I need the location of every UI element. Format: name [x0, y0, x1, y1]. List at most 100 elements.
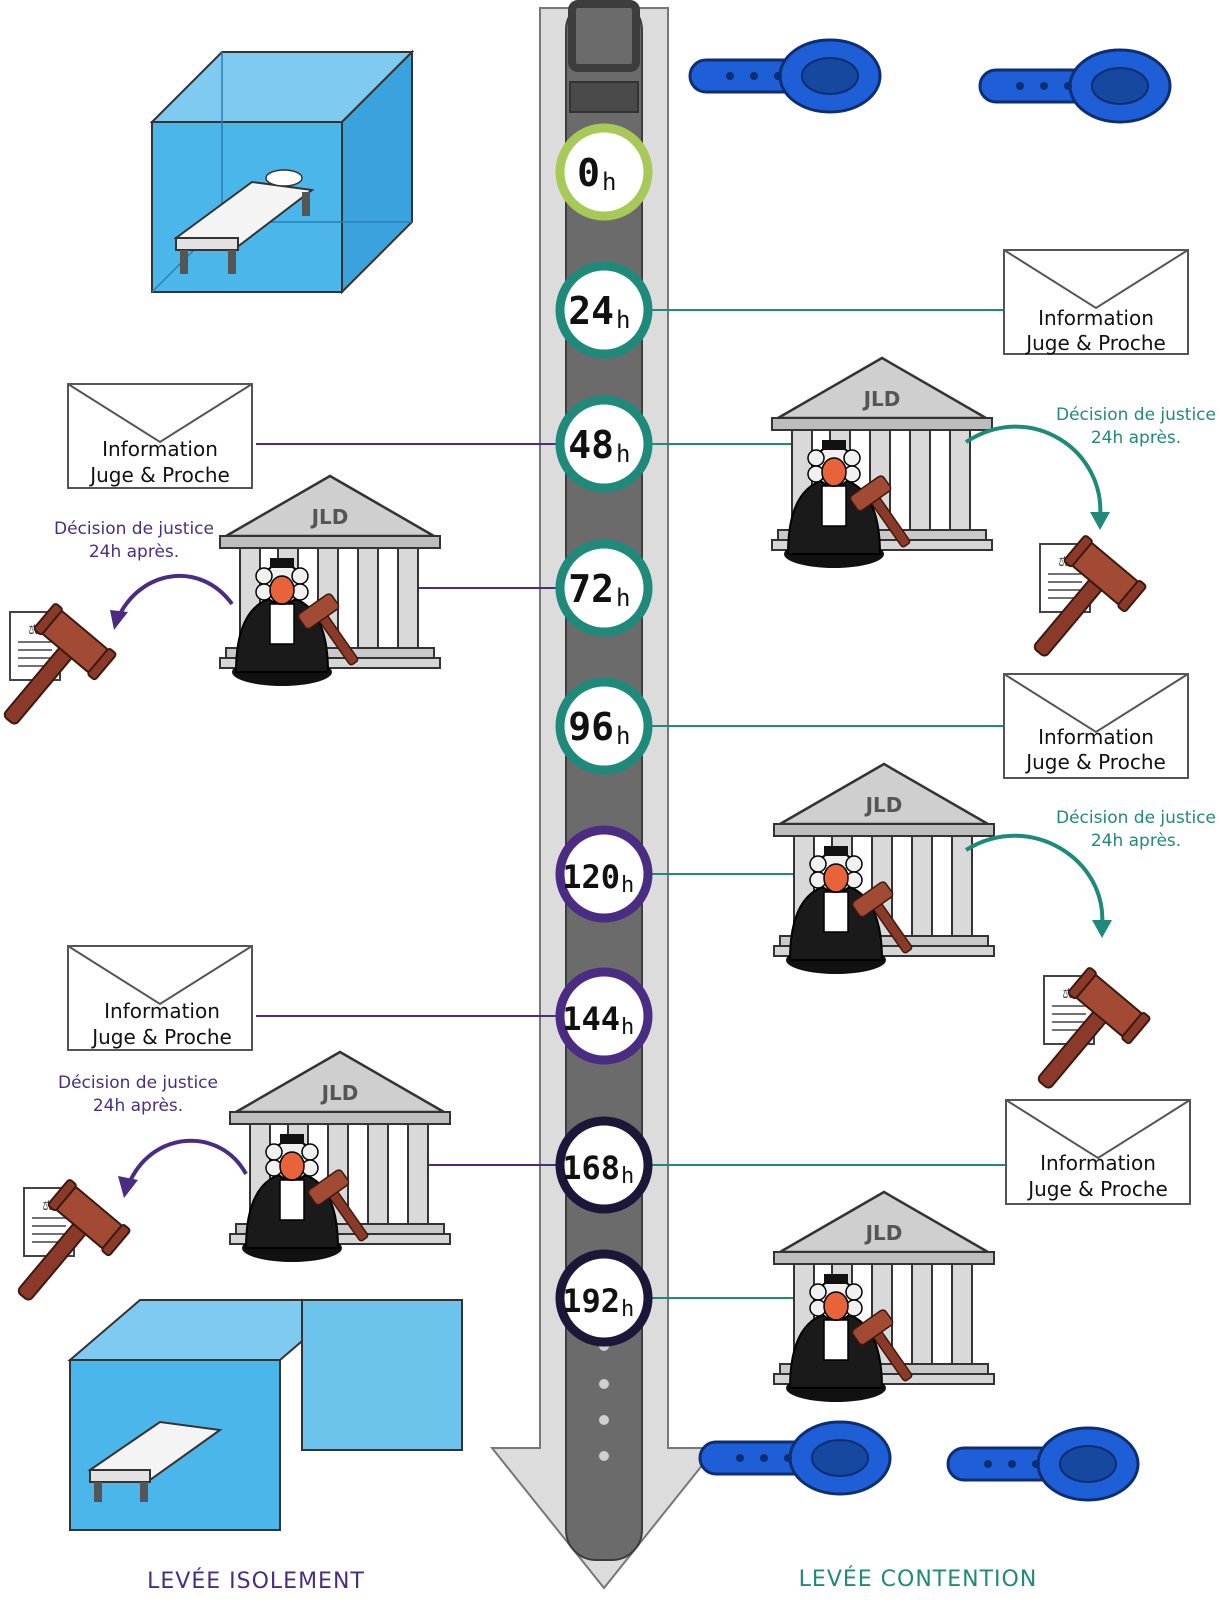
restraint-strap-closed [688, 38, 1172, 124]
envelope-24h: Information Juge & Proche [1003, 249, 1189, 355]
courthouse-168h: JLD [228, 1050, 452, 1264]
marker-unit: h [621, 1164, 634, 1189]
gavel-icon [0, 601, 118, 748]
gavel-icon [1011, 965, 1152, 1112]
gavel-icon [1007, 533, 1148, 680]
time-marker-72h: 72 h [555, 539, 653, 637]
envelope-line1: Information [104, 999, 220, 1023]
marker-hours: 24 [568, 289, 614, 333]
belt-hole [599, 1415, 609, 1425]
decision-48h: Décision de justice 24h après. [1056, 405, 1216, 448]
courthouse-pediment: JLD [310, 505, 349, 529]
decision-line2: 24h après. [89, 542, 179, 562]
curved-arrow-72h [116, 574, 234, 619]
envelope-line1: Information [1040, 1151, 1156, 1175]
marker-unit: h [602, 168, 616, 196]
envelope-line2: Juge & Proche [88, 463, 230, 487]
marker-ring [555, 1116, 653, 1214]
arrowhead-icon [1092, 920, 1112, 938]
decision-168h: Décision de justice 24h après. [58, 1073, 218, 1116]
marker-unit: h [621, 1297, 634, 1322]
courthouse-48h: JLD [770, 356, 994, 570]
marker-ring [555, 395, 653, 493]
marker-hours: 192 [562, 1282, 620, 1320]
decision-line2: 24h après. [93, 1096, 183, 1116]
marker-unit: h [616, 584, 630, 612]
belt-buckle [568, 0, 640, 72]
envelope-line2: Juge & Proche [1024, 331, 1166, 355]
time-marker-168h: 168 h [555, 1116, 653, 1214]
decision-120h: Décision de justice 24h après. [1056, 808, 1216, 851]
arrowhead-icon [1090, 512, 1110, 530]
gavel-document-48h [1007, 533, 1148, 680]
belt-hole [599, 1451, 609, 1461]
envelope-line2: Juge & Proche [90, 1025, 232, 1049]
decision-line1: Décision de justice [58, 1073, 218, 1093]
envelope-line1: Information [1038, 725, 1154, 749]
marker-unit: h [621, 1015, 634, 1040]
courthouse-pediment: JLD [320, 1081, 359, 1105]
marker-ring [555, 677, 653, 775]
marker-ring [555, 967, 653, 1065]
envelope-48h: Information Juge & Proche [67, 383, 253, 489]
courthouse-192h: JLD [772, 1190, 996, 1404]
connector-lines [256, 309, 1006, 1299]
decision-line1: Décision de justice [1056, 808, 1216, 828]
footer-right-label: LEVÉE CONTENTION [799, 1566, 1038, 1592]
marker-ring [555, 1249, 653, 1347]
restraint-strap-open [698, 1420, 1140, 1502]
bed-leg-icon [140, 1482, 148, 1502]
arrowhead-icon [110, 610, 128, 630]
time-marker-120h: 120 h [555, 825, 653, 923]
arrowhead-icon [118, 1176, 138, 1198]
time-marker-192h: 192 h [555, 1249, 653, 1347]
marker-hours: 96 [568, 705, 614, 749]
time-marker-0h: 0 h [555, 123, 653, 221]
restraint-strap-icon [978, 48, 1172, 124]
restraint-strap-icon [946, 1426, 1140, 1502]
marker-hours: 72 [568, 567, 614, 611]
courthouse-pediment: JLD [862, 387, 901, 411]
gavel-icon [0, 1177, 132, 1324]
decision-line2: 24h après. [1091, 831, 1181, 851]
envelope-168h: Information Juge & Proche [1005, 1099, 1191, 1205]
marker-unit: h [616, 306, 630, 334]
time-marker-48h: 48 h [555, 395, 653, 493]
decision-line1: Décision de justice [54, 519, 214, 539]
courthouse-72h: JLD [218, 474, 442, 688]
envelope-line1: Information [1038, 306, 1154, 330]
marker-hours: 168 [562, 1149, 620, 1187]
envelope-line1: Information [102, 437, 218, 461]
envelope-line2: Juge & Proche [1024, 750, 1166, 774]
marker-ring [555, 261, 653, 359]
open-door-icon [301, 1299, 463, 1451]
timeline-axis [489, 0, 719, 1590]
envelope-144h: Information Juge & Proche [67, 945, 253, 1051]
belt-loop [569, 81, 639, 113]
marker-hours: 120 [562, 858, 620, 896]
restraint-strap-icon [688, 38, 882, 114]
restraint-strap-icon [698, 1420, 892, 1496]
curved-arrow-48h [964, 424, 1103, 519]
bed-frame-icon [89, 1469, 151, 1483]
marker-hours: 0 [577, 151, 600, 195]
envelope-96h: Information Juge & Proche [1003, 673, 1189, 779]
decision-line2: 24h après. [1091, 428, 1181, 448]
marker-unit: h [616, 722, 630, 750]
marker-ring [555, 539, 653, 637]
decision-line1: Décision de justice [1056, 405, 1216, 425]
footer-left-label: LEVÉE ISOLEMENT [147, 1568, 365, 1594]
bed-leg-icon [94, 1482, 102, 1502]
marker-unit: h [616, 440, 630, 468]
decision-72h: Décision de justice 24h après. [54, 519, 214, 562]
courthouse-pediment: JLD [864, 1221, 903, 1245]
time-marker-144h: 144 h [555, 967, 653, 1065]
marker-hours: 48 [568, 423, 614, 467]
gavel-document-72h [0, 601, 118, 748]
gavel-document-120h [1011, 965, 1152, 1112]
time-marker-96h: 96 h [555, 677, 653, 775]
marker-ring [555, 123, 653, 221]
courthouse-120h: JLD [772, 762, 996, 976]
envelope-line2: Juge & Proche [1026, 1177, 1168, 1201]
